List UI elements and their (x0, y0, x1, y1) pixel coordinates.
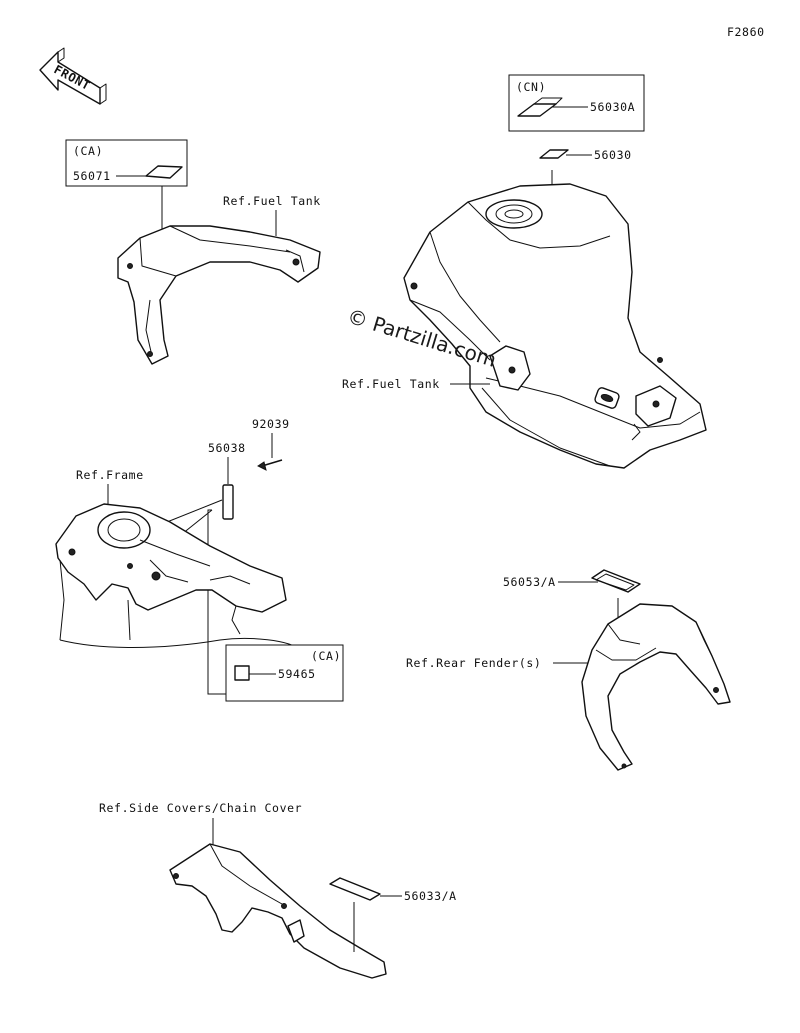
ca-label-mid: (CA) (311, 649, 341, 663)
part-59465-label: 59465 (278, 667, 316, 681)
label-56030-decal (539, 149, 569, 159)
part-56030-label: 56030 (594, 148, 632, 162)
part-92039-label: 92039 (252, 417, 290, 431)
rear-fender-part (581, 603, 731, 771)
chain-cover-part (169, 843, 387, 979)
fuel-tank-cover-part (117, 225, 321, 365)
frame-part (55, 503, 301, 651)
figure-code: F2860 (727, 25, 765, 39)
front-arrow-icon: FRONT (39, 47, 107, 105)
part-56030a-label: 56030A (590, 100, 635, 114)
ca-label-top: (CA) (73, 144, 103, 158)
ref-side-covers-label: Ref.Side Covers/Chain Cover (99, 801, 302, 815)
cn-box (508, 74, 645, 132)
fuel-tank-part (403, 183, 707, 469)
plate-56038-part (222, 484, 234, 520)
rivet-92039-part (257, 459, 283, 471)
ref-frame-label: Ref.Frame (76, 468, 144, 482)
part-56071-label: 56071 (73, 169, 111, 183)
part-56033a-label: 56033/A (404, 889, 457, 903)
ref-fuel-tank-mid-label: Ref.Fuel Tank (342, 377, 440, 391)
label-56071-decal (145, 165, 183, 179)
label-59465-decal (234, 665, 250, 681)
label-56033a-decal (329, 877, 381, 901)
cn-label: (CN) (516, 80, 546, 94)
ref-rear-fender-label: Ref.Rear Fender(s) (406, 656, 541, 670)
part-56038-label: 56038 (208, 441, 246, 455)
part-56053a-label: 56053/A (503, 575, 556, 589)
ref-fuel-tank-top-label: Ref.Fuel Tank (223, 194, 321, 208)
